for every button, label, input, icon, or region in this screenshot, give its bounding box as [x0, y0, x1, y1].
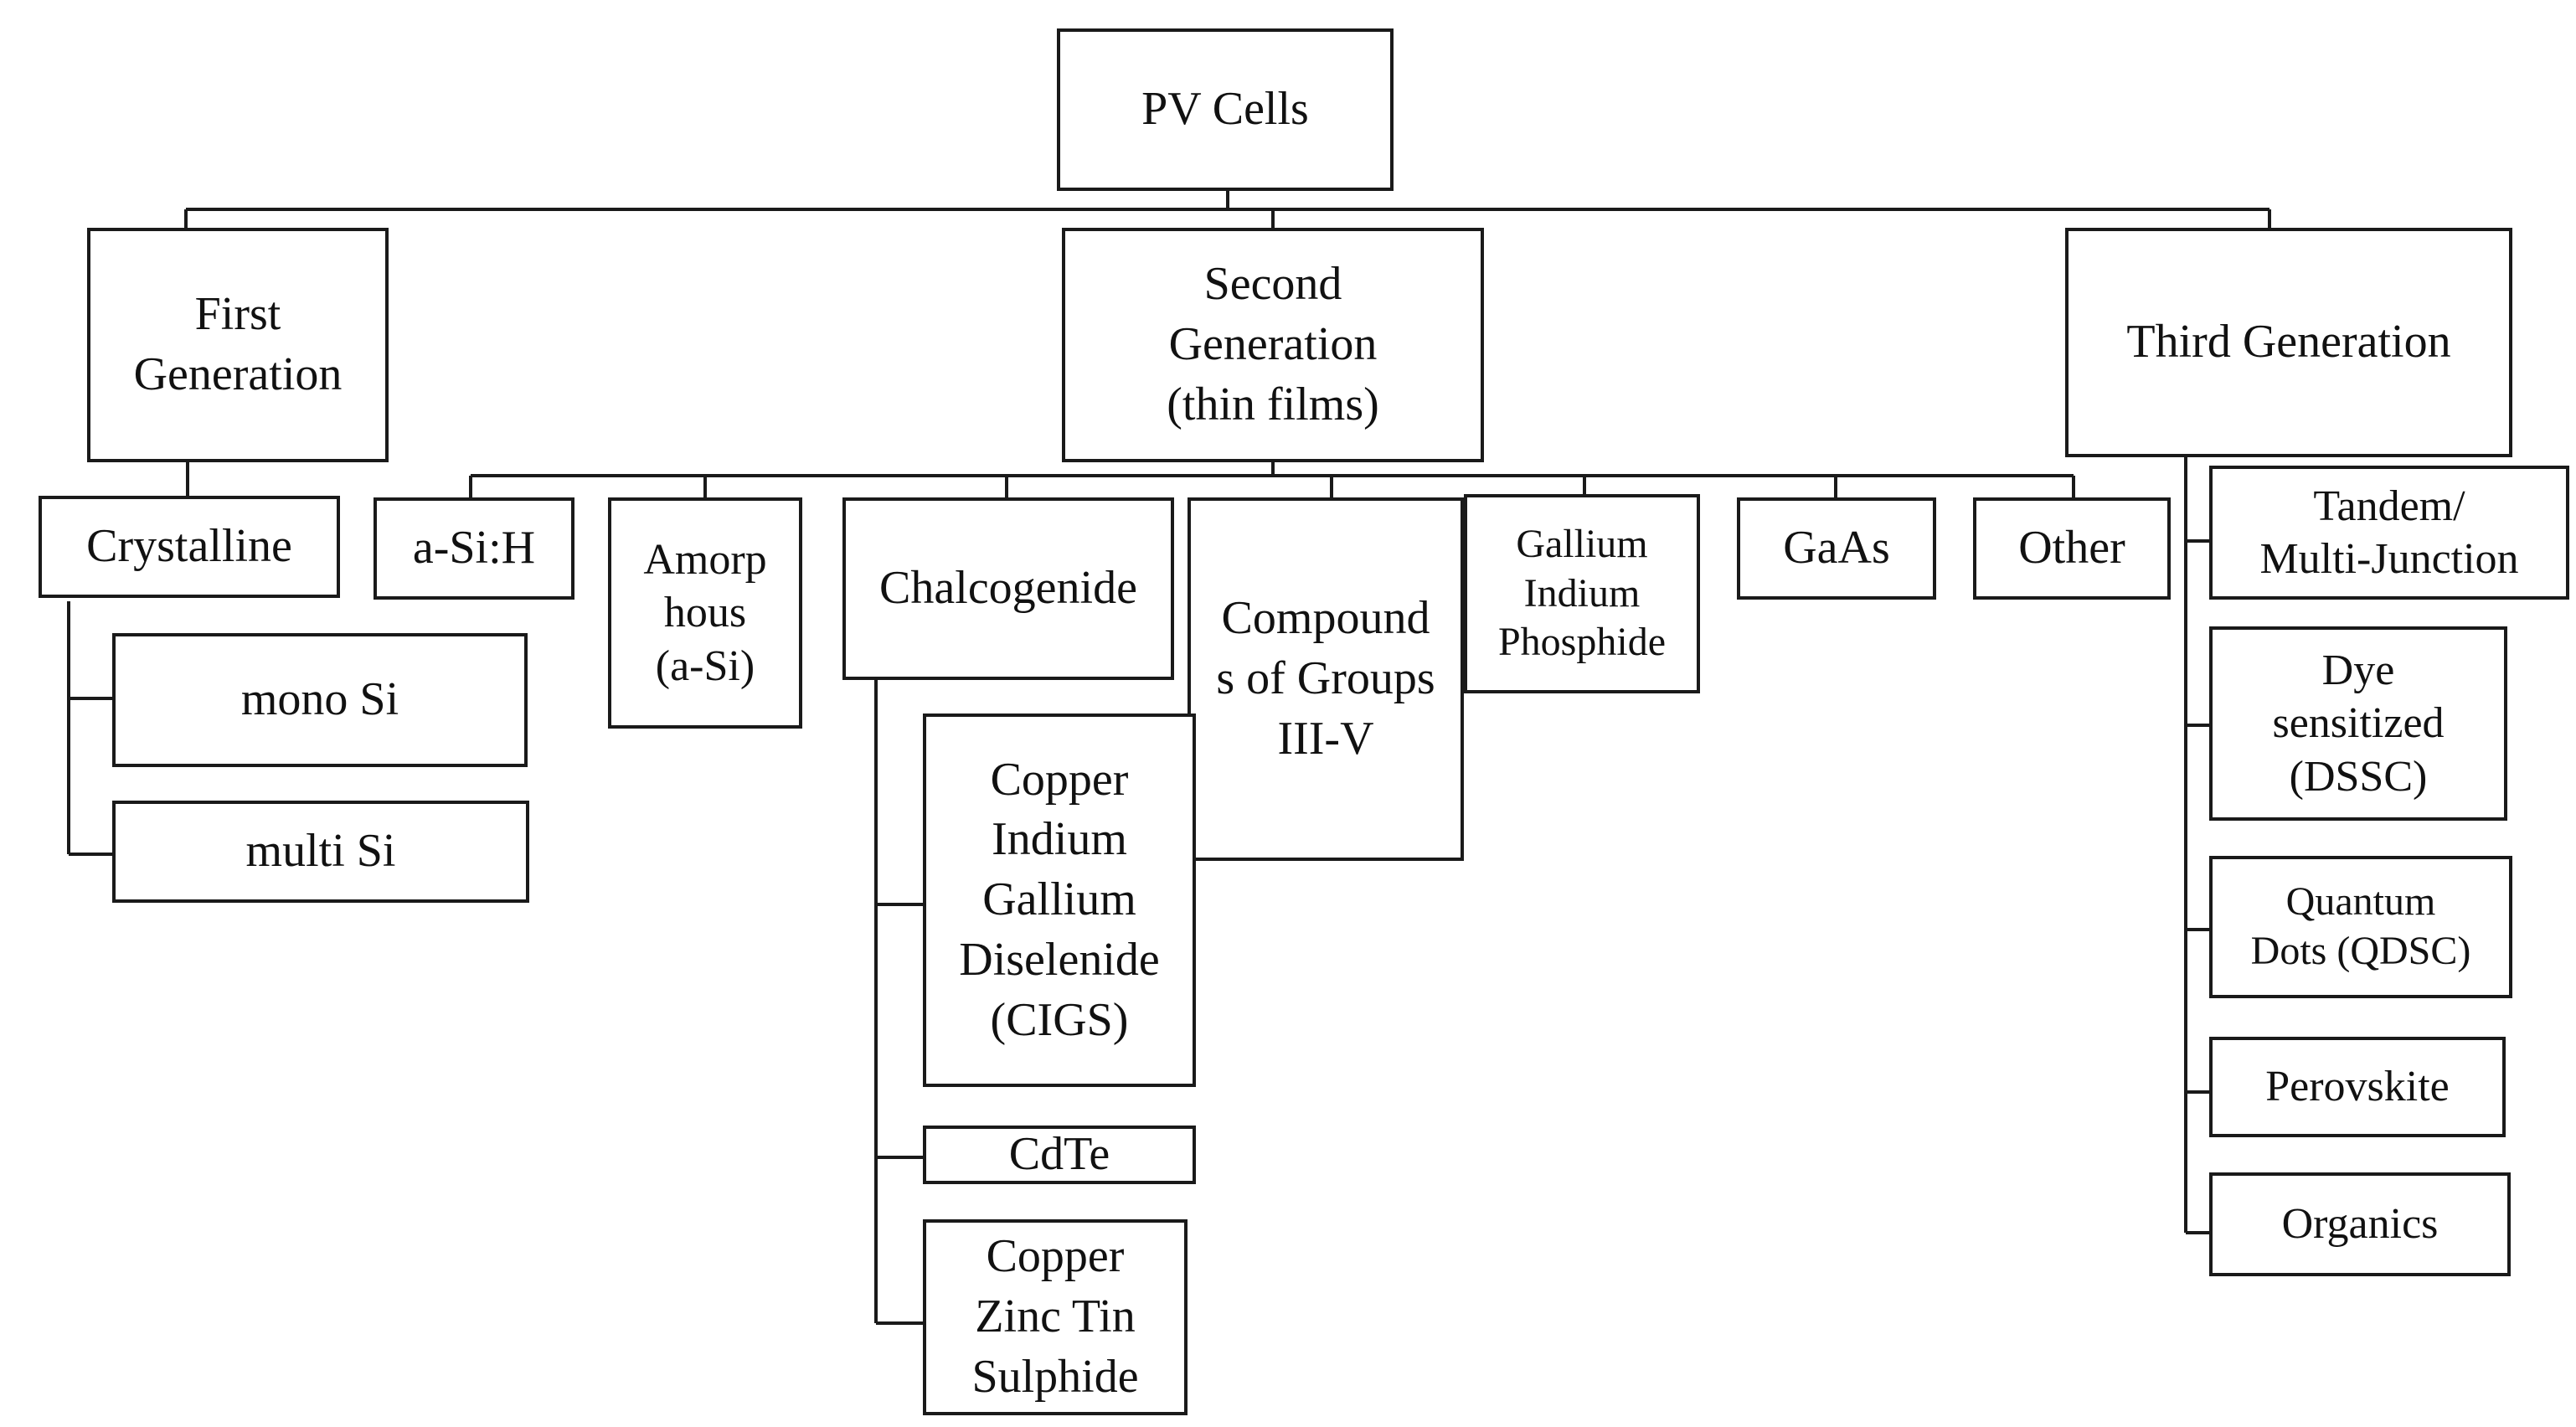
- node-third-generation: Third Generation: [2065, 228, 2512, 457]
- node-second-generation: Second Generation (thin films): [1062, 228, 1484, 462]
- node-cdte: CdTe: [923, 1126, 1196, 1184]
- node-perovskite: Perovskite: [2209, 1037, 2506, 1137]
- node-compounds-groups-iii-v: Compound s of Groups III-V: [1188, 497, 1464, 861]
- node-cigs: Copper Indium Gallium Diselenide (CIGS): [923, 714, 1196, 1087]
- node-mono-si: mono Si: [112, 633, 528, 767]
- node-dye-sensitized-dssc: Dye sensitized (DSSC): [2209, 626, 2507, 821]
- node-organics: Organics: [2209, 1172, 2511, 1276]
- node-multi-si: multi Si: [112, 801, 529, 903]
- node-other: Other: [1973, 497, 2171, 600]
- node-cztsulphide: Copper Zinc Tin Sulphide: [923, 1219, 1188, 1415]
- node-a-si-h: a-Si:H: [374, 497, 574, 600]
- node-tandem-multi-junction: Tandem/ Multi-Junction: [2209, 466, 2569, 600]
- node-crystalline: Crystalline: [39, 496, 340, 598]
- node-gaas: GaAs: [1737, 497, 1936, 600]
- node-first-generation: First Generation: [87, 228, 389, 462]
- node-chalcogenide: Chalcogenide: [842, 497, 1174, 680]
- node-amorphous-a-si: Amorp hous (a-Si): [608, 497, 802, 729]
- root-node-pv-cells: PV Cells: [1057, 28, 1394, 191]
- node-gallium-indium-phosphide: Gallium Indium Phosphide: [1464, 494, 1700, 693]
- node-quantum-dots-qdsc: Quantum Dots (QDSC): [2209, 856, 2512, 998]
